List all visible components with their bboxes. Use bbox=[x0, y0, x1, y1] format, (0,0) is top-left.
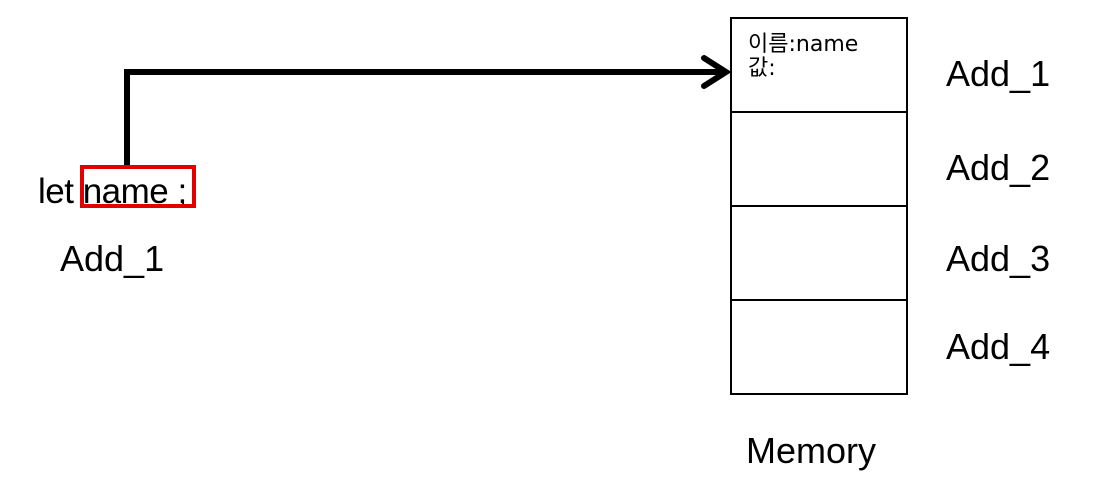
memory-cell-1: 이름:name 값: bbox=[732, 19, 906, 113]
code-keyword: let bbox=[38, 172, 74, 211]
variable-address-label: Add_1 bbox=[60, 238, 165, 279]
code-terminator: ; bbox=[177, 172, 188, 211]
memory-address-label-4: Add_4 bbox=[946, 326, 1051, 367]
code-variable-name: name bbox=[82, 172, 169, 211]
pointer-arrow-line bbox=[124, 69, 724, 166]
memory-cell-4 bbox=[732, 301, 906, 393]
code-statement: let name ; bbox=[38, 174, 187, 209]
memory-caption: Memory bbox=[746, 430, 877, 471]
memory-address-label-3: Add_3 bbox=[946, 238, 1051, 279]
memory-cell-name: 이름:name bbox=[748, 32, 859, 57]
variable-highlight-box bbox=[80, 165, 196, 208]
memory-cell-3 bbox=[732, 207, 906, 301]
memory-address-label-2: Add_2 bbox=[946, 147, 1051, 188]
memory-cell-value: 값: bbox=[748, 56, 776, 82]
memory-table: 이름:name 값: bbox=[730, 17, 908, 395]
memory-cell-2 bbox=[732, 113, 906, 207]
memory-address-label-1: Add_1 bbox=[946, 53, 1051, 94]
pointer-arrowhead bbox=[701, 55, 732, 89]
